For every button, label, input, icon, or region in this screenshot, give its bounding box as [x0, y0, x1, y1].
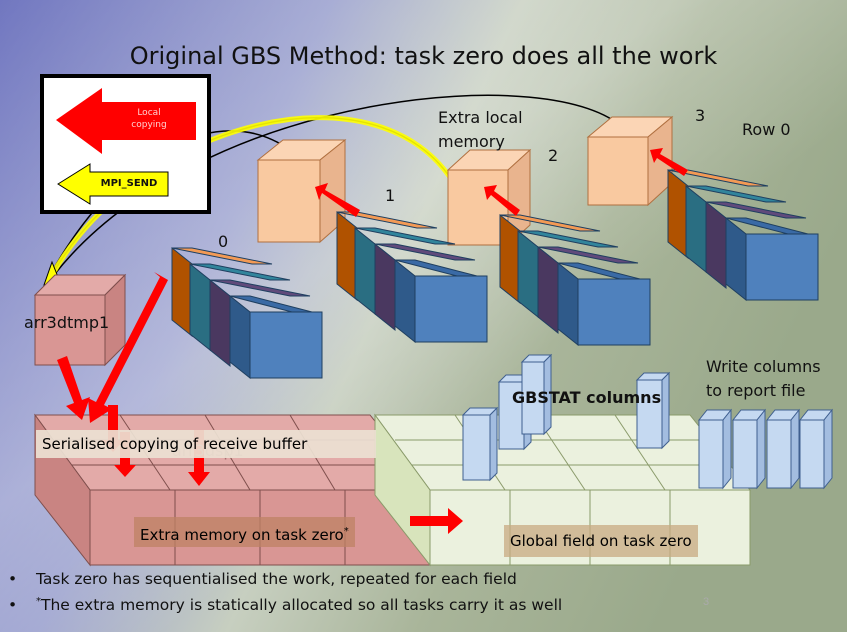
stack-0-layer-1-top — [189, 263, 291, 281]
rank0-label: 0 — [218, 232, 229, 251]
rank-stacks — [171, 168, 819, 380]
global-field-label: Global field on task zero — [504, 525, 698, 557]
bullet-1-marker: • — [8, 570, 18, 588]
gbstat-columns-label: GBSTAT columns — [512, 388, 662, 407]
arrow-rank3-local — [650, 148, 688, 176]
stack-3-layer-2-side — [705, 200, 727, 290]
slide-number: 3 — [703, 596, 710, 608]
arr3dtmp1-cube — [33, 273, 127, 367]
report-columns — [697, 408, 834, 490]
stack-2-layer-2-top — [537, 246, 639, 264]
stack-2-front — [577, 278, 651, 346]
gbstat-columns — [461, 353, 671, 482]
extra-local-memory-label: Extra local memory — [438, 108, 523, 151]
stack-0-layer-2-side — [209, 278, 231, 368]
local-cube-2 — [446, 148, 532, 247]
stack-3-layer-0-side — [667, 168, 689, 260]
bullet-2-text: The extra memory is statically allocated… — [41, 596, 563, 615]
red-arrows — [57, 148, 688, 534]
stack-2-layer-0-side — [499, 213, 521, 305]
arrow-to-global — [410, 508, 463, 534]
legend-mpi-send: MPI_SEND — [100, 178, 158, 189]
stack-1-layer-1-top — [354, 227, 456, 245]
stack-0-layer-0-side — [171, 246, 193, 338]
bullet-2-footnote-mark: * — [36, 596, 41, 607]
stack-0-front — [249, 311, 323, 379]
extra-memory-label: Extra memory on task zero* — [134, 517, 355, 547]
bullet-1-text: Task zero has sequentialised the work, r… — [36, 570, 517, 588]
stack-0-layer-0-top — [171, 247, 273, 265]
arrow-rank2-local — [484, 185, 520, 216]
stack-0-layer-2-top — [209, 279, 311, 297]
stack-2-layer-1-top — [517, 230, 619, 248]
arrow-tmp-down — [57, 356, 90, 420]
rank-stack-3 — [667, 168, 819, 302]
extra-memory-footnote-mark: * — [343, 526, 349, 537]
bullet-2: • *The extra memory is statically allocat… — [8, 596, 562, 614]
mpi-send-arrow-icon — [57, 163, 169, 205]
stack-1-layer-2-top — [374, 243, 476, 261]
bullet-2-marker: • — [8, 596, 18, 615]
rank1-label: 1 — [385, 186, 396, 205]
arrow-serial-3 — [188, 430, 210, 486]
legend-local-copying: Local copying — [131, 108, 167, 130]
local-cube-3 — [586, 115, 674, 207]
write-columns-label: Write columns to report file — [706, 357, 821, 400]
stack-3-layer-1-top — [685, 185, 787, 203]
arrow-rank1-local — [315, 183, 360, 217]
stack-1-layer-0-side — [336, 210, 358, 302]
legend-box: Local copying MPI_SEND — [40, 74, 211, 214]
rank3-label: 3 — [695, 106, 706, 125]
stack-1-front — [414, 275, 488, 343]
mpi-curve-yellow — [49, 115, 458, 277]
local-cube-1 — [256, 138, 347, 244]
arrow-rank0-down — [88, 272, 168, 423]
row0-label: Row 0 — [742, 120, 791, 139]
bullet-1: • Task zero has sequentialised the work, … — [8, 570, 517, 588]
rank-stack-1 — [336, 210, 488, 344]
stack-3-layer-2-top — [705, 201, 807, 219]
extra-memory-text: Extra memory on task zero — [140, 526, 344, 544]
stack-3-front — [745, 233, 819, 301]
rank2-label: 2 — [548, 146, 559, 165]
stack-2-layer-0-top — [499, 214, 601, 232]
slide-title: Original GBS Method: task zero does all … — [129, 42, 718, 70]
legend-arrows — [56, 88, 196, 205]
local-copying-arrow-icon — [56, 88, 196, 154]
stack-2-layer-2-side — [537, 245, 559, 335]
serialised-copy-label: Serialised copying of receive buffer — [36, 430, 376, 458]
arr3dtmp1-label: arr3dtmp1 — [24, 313, 110, 332]
stack-1-layer-2-side — [374, 242, 396, 332]
rank-stack-2 — [499, 213, 651, 347]
rank-stack-0 — [171, 246, 323, 380]
